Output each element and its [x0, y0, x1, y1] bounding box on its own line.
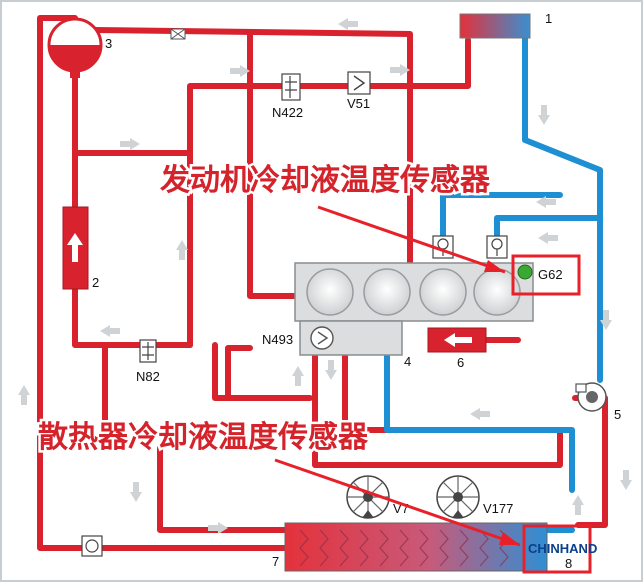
- annotation-arrows: [274, 205, 521, 547]
- radiator-coolant-sensor-annotation: 散热器冷却液温度传感器: [38, 420, 369, 455]
- fan-v7-icon: [346, 475, 390, 519]
- coolant-pump-2: [62, 206, 89, 290]
- label-radiator-top: 1: [545, 11, 552, 26]
- label-oil-cooler: 6: [457, 355, 464, 370]
- coupling-icon: [170, 28, 186, 40]
- watermark: CHINHAND: [528, 541, 597, 556]
- hot-coolant-pipes: [37, 15, 608, 551]
- valve-n422: [281, 73, 301, 101]
- oil-cooler-6: [427, 327, 487, 353]
- label-pump-5: 5: [614, 407, 621, 422]
- check-valve-v51: [347, 71, 371, 95]
- radiator-top-tank: [459, 13, 531, 39]
- engine-coolant-sensor-annotation: 发动机冷却液温度传感器: [159, 163, 491, 198]
- label-n493: N493: [262, 332, 293, 347]
- label-branch-4: 4: [404, 354, 411, 369]
- valve-n493: [299, 320, 403, 356]
- label-n82: N82: [136, 369, 160, 384]
- label-fan-v177: V177: [483, 501, 513, 516]
- main-radiator: [284, 522, 548, 572]
- valve-n82: [139, 339, 157, 363]
- label-sensor-8: 8: [565, 556, 572, 571]
- expansion-tank: [47, 17, 103, 78]
- label-radiator: 7: [272, 554, 279, 569]
- drain-valve-icon: [81, 535, 103, 557]
- sensor-g62-highlight: [511, 254, 581, 296]
- flow-direction-arrows: [18, 18, 632, 534]
- label-expansion-tank: 3: [105, 36, 112, 51]
- label-n422: N422: [272, 105, 303, 120]
- thermostat-icon-right: [486, 235, 508, 259]
- cold-coolant-pipes: [384, 33, 603, 533]
- auxiliary-pump-5: [575, 382, 607, 412]
- engine-block: [294, 262, 534, 322]
- label-v51: V51: [347, 96, 370, 111]
- sensor-g62-dot: [517, 264, 533, 280]
- label-pump-2: 2: [92, 275, 99, 290]
- fan-v177-icon: [436, 475, 480, 519]
- radiator-sensor-highlight: [522, 524, 592, 574]
- label-g62: G62: [538, 267, 563, 282]
